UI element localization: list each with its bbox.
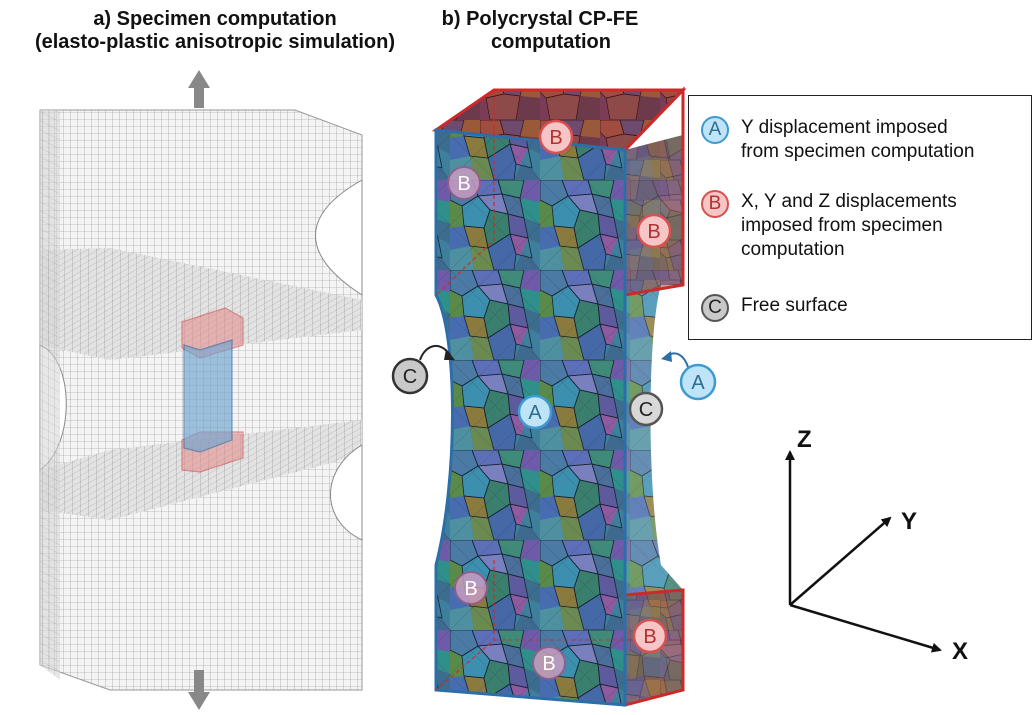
legend-b-line2: imposed from specimen bbox=[741, 215, 943, 236]
legend-text-a: Y displacement imposed from specimen com… bbox=[741, 116, 974, 164]
legend-item-c: C Free surface bbox=[701, 294, 848, 322]
badge-c-side: C bbox=[628, 391, 664, 427]
legend-b-line3: computation bbox=[741, 239, 845, 260]
svg-text:B: B bbox=[647, 221, 660, 243]
legend-c-line1: Free surface bbox=[741, 295, 848, 316]
tensile-arrow-top bbox=[188, 70, 210, 108]
svg-text:C: C bbox=[639, 399, 653, 421]
svg-text:B: B bbox=[464, 578, 477, 600]
legend-a-line2: from specimen computation bbox=[741, 141, 975, 162]
coordinate-axes bbox=[785, 450, 942, 653]
polycrystal-title-line1: b) Polycrystal CP-FE bbox=[441, 8, 639, 30]
legend-b-line1: X, Y and Z displacements bbox=[741, 191, 957, 212]
y-axis bbox=[789, 516, 892, 606]
legend-badge-a: A bbox=[701, 116, 729, 144]
legend-text-c: Free surface bbox=[741, 294, 848, 318]
svg-text:B: B bbox=[457, 173, 470, 195]
y-axis-label: Y bbox=[901, 508, 918, 535]
badge-b-bottom: B bbox=[532, 646, 566, 680]
specimen-title-line1: a) Specimen computation bbox=[93, 8, 337, 30]
specimen-notch-right bbox=[315, 179, 363, 296]
svg-text:B: B bbox=[643, 626, 656, 648]
svg-text:C: C bbox=[403, 366, 417, 388]
specimen-mesh-figure bbox=[39, 70, 363, 710]
polycrystal-top-face bbox=[436, 90, 683, 150]
legend-item-b: B X, Y and Z displacements imposed from … bbox=[701, 190, 957, 262]
legend-a-line1: Y displacement imposed bbox=[741, 117, 948, 138]
specimen-title-line2: (elasto-plastic anisotropic simulation) bbox=[34, 31, 396, 53]
tensile-arrow-bottom bbox=[188, 670, 210, 710]
polycrystal-title: b) Polycrystal CP-FE computation bbox=[440, 8, 640, 54]
badge-b-right-bottom: B bbox=[632, 618, 668, 654]
polycrystal-title-line2: computation bbox=[491, 31, 611, 53]
legend-item-a: A Y displacement imposed from specimen c… bbox=[701, 116, 974, 164]
specimen-title: a) Specimen computation (elasto-plastic … bbox=[0, 8, 430, 54]
badge-c-outside: C bbox=[391, 345, 455, 395]
x-axis bbox=[789, 603, 942, 653]
badge-b-left-top: B bbox=[447, 166, 481, 200]
svg-text:A: A bbox=[528, 402, 542, 424]
svg-text:B: B bbox=[549, 127, 562, 149]
svg-text:A: A bbox=[691, 372, 705, 394]
badge-a-center: A bbox=[517, 394, 553, 430]
legend-box: A Y displacement imposed from specimen c… bbox=[688, 95, 1032, 340]
specimen-side-left bbox=[40, 110, 60, 680]
x-axis-label: X bbox=[952, 638, 969, 665]
z-axis-label: Z bbox=[797, 426, 812, 453]
specimen-notch-right-lower bbox=[330, 444, 363, 541]
legend-badge-b: B bbox=[701, 190, 729, 218]
badge-b-right-top: B bbox=[636, 213, 672, 249]
badge-a-outside: A bbox=[661, 351, 717, 401]
svg-text:B: B bbox=[542, 653, 555, 675]
badge-b-top: B bbox=[538, 119, 574, 155]
badge-b-left-bottom: B bbox=[454, 571, 488, 605]
legend-badge-c: C bbox=[701, 294, 729, 322]
specimen-region-blue bbox=[183, 339, 233, 453]
specimen-shoulder-top bbox=[40, 248, 362, 360]
legend-text-b: X, Y and Z displacements imposed from sp… bbox=[741, 190, 957, 262]
